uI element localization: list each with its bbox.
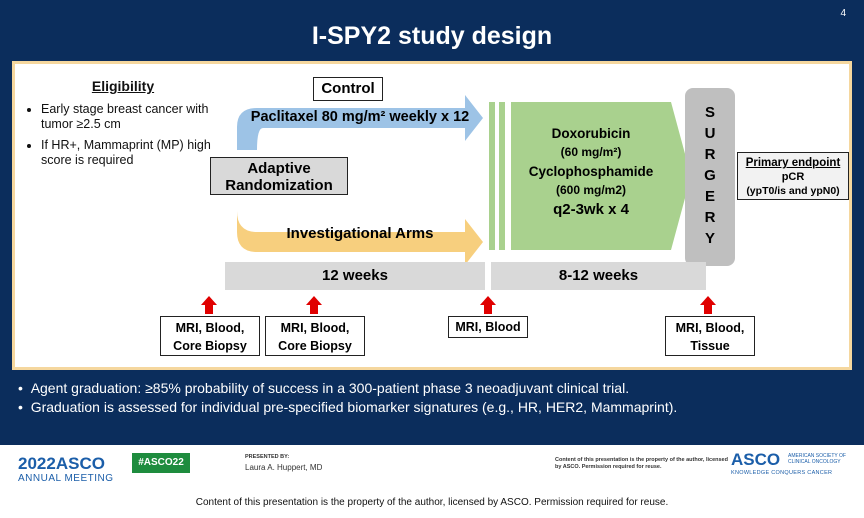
timeline-phase1 (225, 262, 485, 290)
investigational-arrow (237, 194, 483, 265)
phase1-weeks: 12 weeks (322, 267, 388, 284)
surgery-letter: R (704, 146, 716, 163)
bullet-text: Graduation is assessed for individual pr… (30, 399, 678, 415)
chemo-bar-thin (489, 102, 495, 250)
adaptive-line2: Randomization (225, 177, 333, 194)
timepoint-box: MRI, Blood, Tissue (665, 316, 755, 356)
presenter-name: Laura A. Huppert, MD (245, 463, 323, 472)
chemo-line3: Cyclophosphamide (528, 164, 654, 179)
eligibility-item: Early stage breast cancer with tumor ≥2.… (41, 102, 223, 132)
chemo-line2: (60 mg/m²) (560, 145, 622, 159)
adaptive-line1: Adaptive (247, 160, 311, 177)
footer-notice: Content of this presentation is the prop… (555, 457, 728, 471)
timepoint-line2: Tissue (690, 339, 730, 353)
timepoint-arrow-icon (700, 296, 716, 314)
control-arrow (237, 95, 483, 150)
primary-endpoint-line2: (ypT0/is and ypN0) (746, 185, 840, 197)
chemo-line5: q2-3wk x 4 (553, 201, 629, 218)
surgery-label: S U R G E R Y (685, 102, 735, 249)
primary-endpoint-box: Primary endpoint pCR (ypT0/is and ypN0) (737, 152, 849, 200)
adaptive-randomization-box: Adaptive Randomization (210, 157, 348, 195)
timepoint-box: MRI, Blood (448, 316, 528, 338)
graduation-bullets: • Agent graduation: ≥85% probability of … (18, 380, 848, 418)
chemo-line1: Doxorubicin (551, 126, 631, 141)
timepoint-line1: MRI, Blood, (280, 321, 350, 335)
meeting-brand: ASCO (55, 454, 105, 473)
presented-by-label: PRESENTED BY: (245, 454, 290, 460)
bullet-item: • Agent graduation: ≥85% probability of … (18, 380, 630, 396)
asco-logo: ASCO (731, 450, 781, 469)
bullet-text: Agent graduation: ≥85% probability of su… (30, 380, 630, 396)
eligibility-section: Eligibility Early stage breast cancer wi… (23, 78, 223, 174)
timepoint-line2: Core Biopsy (278, 339, 352, 353)
timepoint-arrow-icon (480, 296, 496, 314)
timepoint-box: MRI, Blood, Core Biopsy (265, 316, 365, 356)
asco-society-line1: AMERICAN SOCIETY OF (788, 453, 846, 459)
chemo-arrow (511, 102, 691, 250)
surgery-letter: R (704, 209, 716, 226)
timepoint-line1: MRI, Blood, (675, 321, 745, 335)
chemo-regimen: Doxorubicin (60 mg/m²) Cyclophosphamide … (511, 124, 671, 219)
timepoint-arrow-icon (201, 296, 217, 314)
surgery-bar (685, 88, 735, 266)
chemo-line4: (600 mg/m2) (555, 183, 627, 197)
meeting-subtitle: ANNUAL MEETING (18, 473, 114, 484)
eligibility-item: If HR+, Mammaprint (MP) high score is re… (41, 138, 223, 168)
asco-society: AMERICAN SOCIETY OF CLINICAL ONCOLOGY (788, 453, 846, 465)
hashtag-badge: #ASCO22 (132, 453, 190, 473)
slide-title: I-SPY2 study design (311, 22, 553, 50)
design-panel: Eligibility Early stage breast cancer wi… (12, 61, 852, 370)
design-shapes (201, 88, 735, 314)
timepoint-arrow-icon (306, 296, 322, 314)
timepoint-line1: MRI, Blood, (175, 321, 245, 335)
surgery-letter: S (704, 104, 715, 121)
page-number: 4 (840, 8, 846, 19)
paclitaxel-label: Paclitaxel 80 mg/m² weekly x 12 (250, 109, 470, 125)
surgery-letter: G (704, 167, 716, 184)
primary-endpoint-title: Primary endpoint (745, 157, 841, 169)
footer: 2022ASCO ANNUAL MEETING #ASCO22 PRESENTE… (0, 445, 864, 495)
surgery-letter: E (704, 188, 715, 205)
chemo-bar-thin (499, 102, 505, 250)
asco-society-line2: CLINICAL ONCOLOGY (788, 459, 841, 465)
timeline-phase2 (491, 262, 706, 290)
timepoint-box: MRI, Blood, Core Biopsy (160, 316, 260, 356)
eligibility-heading: Eligibility (91, 78, 155, 94)
meeting-year: 2022 (18, 454, 56, 473)
phase2-weeks: 8-12 weeks (558, 267, 639, 284)
surgery-letter: Y (704, 230, 715, 247)
investigational-label: Investigational Arms (286, 225, 434, 242)
bottom-notice: Content of this presentation is the prop… (195, 497, 669, 508)
control-label: Control (313, 77, 383, 101)
primary-endpoint-line1: pCR (781, 171, 805, 183)
asco-tagline: KNOWLEDGE CONQUERS CANCER (731, 470, 833, 476)
bullet-item: • Graduation is assessed for individual … (18, 399, 678, 415)
slide: 4 I-SPY2 study design Eligibility Early … (0, 0, 864, 445)
surgery-letter: U (704, 125, 716, 142)
timepoint-line2: Core Biopsy (173, 339, 247, 353)
timepoint-line1: MRI, Blood (455, 320, 521, 334)
eligibility-list: Early stage breast cancer with tumor ≥2.… (23, 102, 223, 168)
meeting-logo: 2022ASCO (18, 455, 105, 472)
